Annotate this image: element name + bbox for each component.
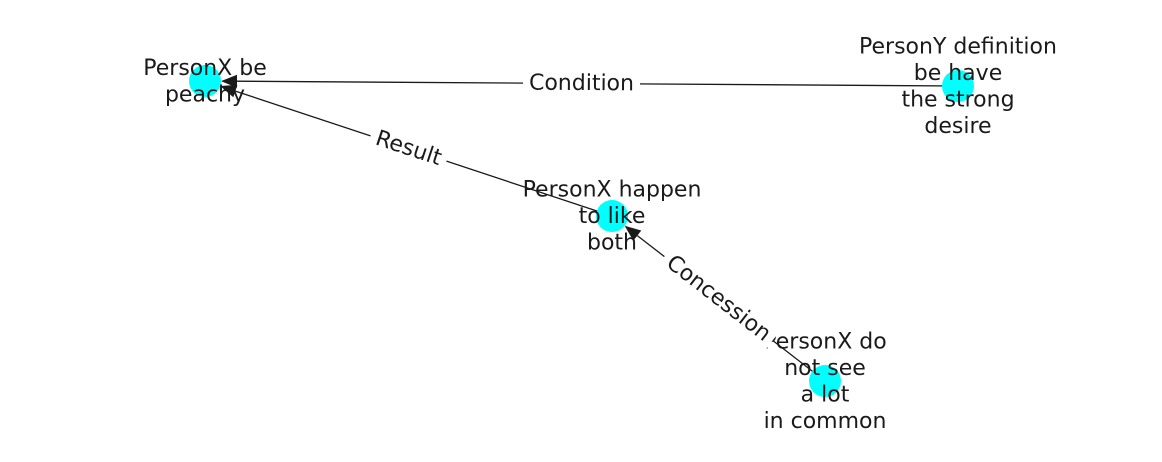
node-like [596,200,628,232]
edge-label-background [522,69,641,98]
node-label-line: PersonX happen [523,177,702,202]
edge-label-concession: Concession [655,245,782,352]
node-label-line: not see [784,355,866,380]
edge-label-text: Result [372,126,445,171]
node-peachy [189,65,221,97]
arrowhead-concession [624,225,642,241]
node-common [809,365,841,397]
node-label-line: desire [924,113,991,138]
node-label-line: both [587,230,637,255]
nodes-layer [189,65,974,397]
node-label-line: a lot [801,382,850,407]
node-label-line: the strong [901,87,1014,112]
arrowhead-condition [220,74,238,88]
arrowhead-result [220,84,238,98]
node-label-line: PersonX be [143,55,267,80]
edge-label-text: Condition [529,71,634,97]
node-desire [942,70,974,102]
edge-label-result: Result [366,122,451,175]
node-label-line: to like [579,204,646,229]
node-label-line: peachy [165,82,245,107]
edge-label-text: Concession [661,250,775,346]
node-label-line: in common [764,408,887,433]
edge-label-condition: Condition [522,69,641,98]
edge-label-background [655,245,782,352]
node-label-line: PersonY definition [859,34,1057,59]
edge-label-background [366,122,451,175]
node-label-line: PersonX do [763,329,886,354]
node-label-line: be have [914,60,1002,85]
